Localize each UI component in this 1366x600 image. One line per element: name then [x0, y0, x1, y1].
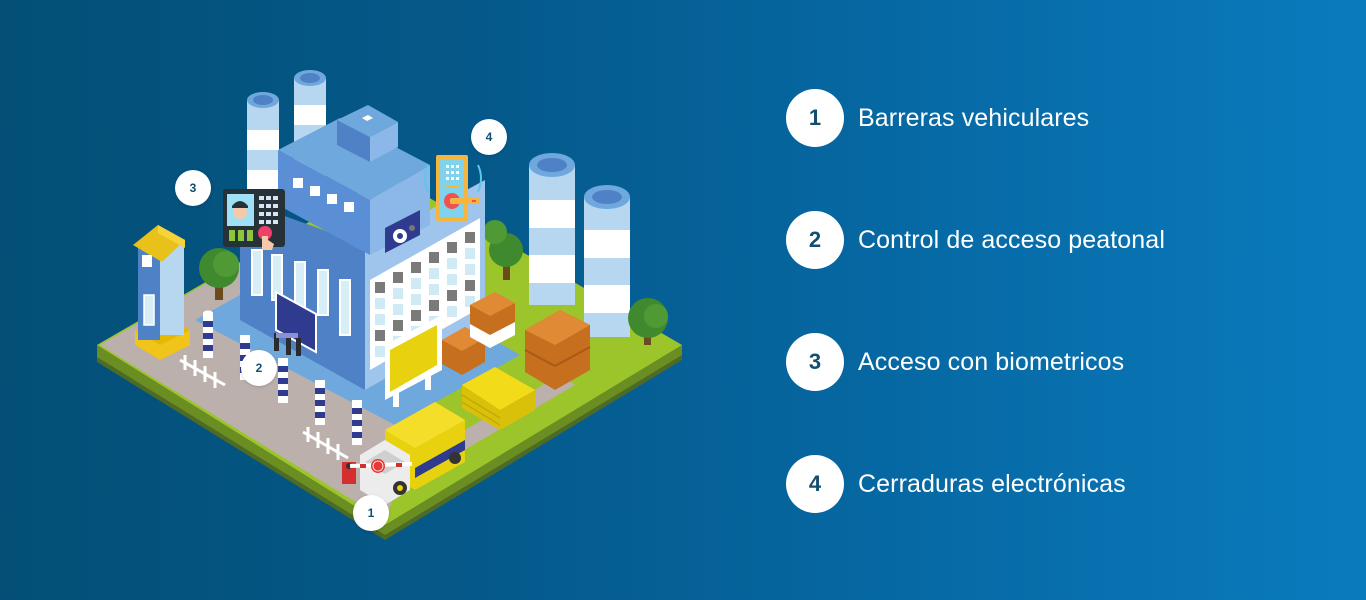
tree-icon — [199, 220, 668, 345]
silo-icon — [529, 153, 630, 337]
feature-number-badge: 1 — [786, 89, 844, 147]
marker-number: 1 — [367, 506, 375, 520]
billboard-icon — [385, 315, 442, 407]
lumber-icon — [461, 367, 535, 430]
pallet-icon — [442, 292, 591, 390]
feature-label: Control de acceso peatonal — [858, 225, 1165, 254]
facility-illustration: 1 2 3 4 — [97, 70, 682, 540]
marker-number: 4 — [485, 130, 493, 144]
feature-item-pedestrian-access[interactable]: 2 Control de acceso peatonal — [786, 210, 1306, 270]
guard-booth-icon — [133, 225, 190, 360]
factory-icon — [97, 70, 682, 540]
feature-number-badge: 3 — [786, 333, 844, 391]
security-camera-icon — [385, 210, 420, 253]
stop-barrier-icon — [342, 459, 413, 484]
feature-item-biometric-access[interactable]: 3 Acceso con biometricos — [786, 332, 1306, 392]
marker-vehicle-barrier[interactable]: 1 — [353, 495, 389, 531]
feature-list: 1 Barreras vehiculares 2 Control de acce… — [786, 88, 1306, 576]
feature-item-electronic-locks[interactable]: 4 Cerraduras electrónicas — [786, 454, 1306, 514]
feature-label: Acceso con biometricos — [858, 347, 1125, 376]
marker-biometric-access[interactable]: 3 — [175, 170, 211, 206]
feature-item-vehicle-barriers[interactable]: 1 Barreras vehiculares — [786, 88, 1306, 148]
turnstile-icon — [274, 333, 301, 356]
electronic-lock-icon — [424, 155, 482, 221]
biometric-reader-icon — [223, 189, 285, 250]
feature-label: Barreras vehiculares — [858, 103, 1090, 132]
feature-label: Cerraduras electrónicas — [858, 469, 1126, 498]
truck-icon — [360, 402, 465, 505]
marker-pedestrian-access[interactable]: 2 — [241, 350, 277, 386]
feature-number-badge: 4 — [786, 455, 844, 513]
feature-number-badge: 2 — [786, 211, 844, 269]
marker-number: 2 — [255, 361, 263, 375]
marker-number: 3 — [189, 181, 197, 195]
marker-electronic-lock[interactable]: 4 — [471, 119, 507, 155]
fence-icon — [179, 355, 349, 460]
